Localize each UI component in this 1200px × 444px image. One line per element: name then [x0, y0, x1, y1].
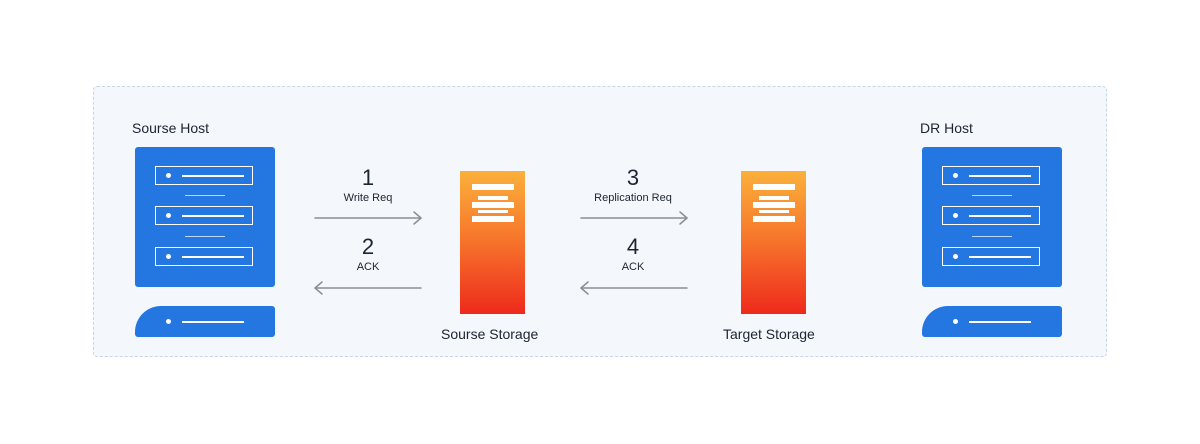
step-4-number: 4 — [626, 234, 640, 259]
step-4-label: ACK — [621, 261, 645, 273]
source-host-base-icon — [135, 306, 275, 337]
step-2-label: ACK — [356, 261, 380, 273]
arrow-write-req — [314, 211, 422, 225]
source-storage-title: Sourse Storage — [441, 326, 539, 342]
step-1-label: Write Req — [343, 192, 393, 204]
arrow-replication-req — [580, 211, 688, 225]
arrow-ack-2 — [580, 281, 688, 295]
dr-host-title: DR Host — [920, 120, 973, 136]
arrow-ack-1 — [314, 281, 422, 295]
step-3-label: Replication Req — [594, 192, 672, 204]
source-host-title: Sourse Host — [132, 120, 210, 136]
step-2-number: 2 — [361, 234, 375, 259]
dr-host-server-icon — [922, 147, 1062, 287]
dr-host-base-icon — [922, 306, 1062, 337]
target-storage-title: Target Storage — [723, 326, 815, 342]
step-1-number: 1 — [361, 165, 375, 190]
source-storage-icon — [460, 171, 525, 314]
step-3-number: 3 — [626, 165, 640, 190]
source-host-server-icon — [135, 147, 275, 287]
target-storage-icon — [741, 171, 806, 314]
